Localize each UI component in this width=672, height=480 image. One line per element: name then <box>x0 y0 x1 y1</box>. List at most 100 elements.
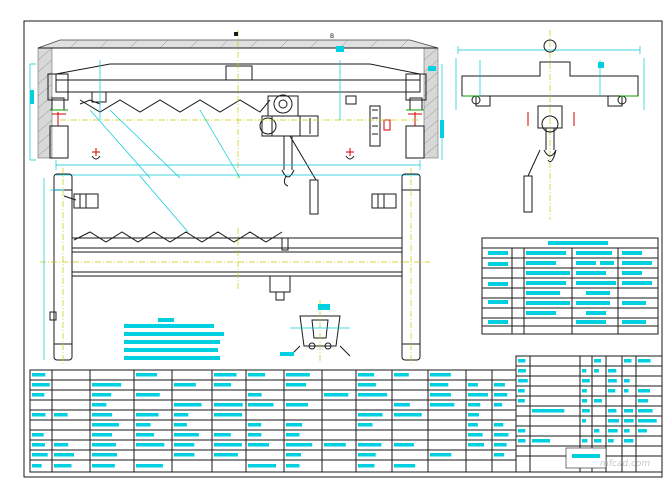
table-cell-text <box>624 409 633 413</box>
table-cell-text <box>54 464 72 468</box>
table-cell-text <box>518 429 526 433</box>
table-cell-text <box>468 403 481 407</box>
table-cell-text <box>430 383 449 387</box>
end-carriage-right <box>405 73 427 101</box>
table-cell-text <box>32 464 42 468</box>
table-cell-text <box>214 453 238 457</box>
table-cell-text <box>286 423 303 427</box>
section-detail <box>280 300 351 362</box>
table-cell-text <box>358 393 388 397</box>
table-cell-text <box>394 464 416 468</box>
table-cell-text <box>248 464 277 468</box>
girder-access-box <box>225 65 253 81</box>
side-elevation-view <box>455 30 645 220</box>
table-cell-text <box>174 413 189 417</box>
table-cell-text <box>518 439 526 443</box>
table-cell-text <box>638 359 651 363</box>
festoon-cable-top <box>79 99 271 113</box>
table-cell-text <box>582 419 586 423</box>
table-cell-text <box>594 429 600 433</box>
table-cell-text <box>92 464 115 468</box>
end-carriage-side <box>461 61 639 97</box>
table-cell-text <box>582 409 590 413</box>
table-cell-text <box>286 443 313 447</box>
pendant-control <box>309 179 319 215</box>
table-cell-text <box>518 399 525 403</box>
table-cell-text <box>358 383 376 387</box>
table-cell-text <box>358 373 375 377</box>
table-cell-text <box>324 443 346 447</box>
table-cell-text <box>518 369 526 373</box>
table-cell-text <box>608 409 617 413</box>
table-cell-text <box>582 389 587 393</box>
table-cell-text <box>136 443 165 447</box>
table-cell-text <box>136 373 158 377</box>
table-cell-text <box>286 453 301 457</box>
table-cell-text <box>136 423 151 427</box>
table-cell-text <box>248 423 262 427</box>
table-cell-text <box>608 369 617 373</box>
table-cell-text <box>248 443 269 447</box>
table-cell-text <box>358 453 376 457</box>
parameter-table <box>481 237 659 335</box>
table-cell-text <box>248 373 266 377</box>
table-cell-text <box>174 403 202 407</box>
table-cell-text <box>286 433 300 437</box>
table-cell-text <box>468 443 485 447</box>
table-cell-text <box>608 439 614 443</box>
table-cell-text <box>32 383 50 387</box>
table-cell-text <box>394 403 410 407</box>
table-cell-text <box>494 393 508 397</box>
table-cell-text <box>638 409 653 413</box>
table-cell-text <box>324 393 349 397</box>
table-cell-text <box>358 443 382 447</box>
table-cell-text <box>92 433 113 437</box>
table-cell-text <box>92 393 112 397</box>
table-cell-text <box>214 383 232 387</box>
table-cell-text <box>430 403 455 407</box>
table-cell-text <box>214 373 237 377</box>
table-cell-text <box>494 383 505 387</box>
table-cell-text <box>174 453 195 457</box>
parts-list-table <box>29 369 517 473</box>
table-cell-text <box>286 464 300 468</box>
table-cell-text <box>394 373 409 377</box>
table-cell-text <box>358 413 383 417</box>
view-label-b: B <box>330 33 334 40</box>
table-cell-text <box>532 439 551 443</box>
table-cell-text <box>624 389 629 393</box>
table-cell-text <box>582 439 588 443</box>
table-cell-text <box>624 419 634 423</box>
table-cell-text <box>594 359 601 363</box>
table-cell-text <box>214 413 243 417</box>
table-cell-text <box>494 403 503 407</box>
table-cell-text <box>638 399 648 403</box>
table-cell-text <box>92 423 119 427</box>
table-cell-text <box>92 443 116 447</box>
table-cell-text <box>92 383 122 387</box>
table-cell-text <box>624 359 632 363</box>
table-cell-text <box>608 389 616 393</box>
table-cell-text <box>92 453 117 457</box>
table-cell-text <box>594 439 602 443</box>
table-cell-text <box>92 413 113 417</box>
table-cell-text <box>174 443 195 447</box>
table-cell-text <box>494 423 504 427</box>
table-cell-text <box>638 389 650 393</box>
table-cell-text <box>32 373 46 377</box>
table-cell-text <box>468 433 483 437</box>
table-cell-text <box>136 464 163 468</box>
table-cell-text <box>54 453 74 457</box>
table-cell-text <box>248 433 262 437</box>
table-cell-text <box>136 393 160 397</box>
table-cell-text <box>214 433 231 437</box>
table-cell-text <box>248 403 274 407</box>
table-cell-text <box>32 443 45 447</box>
technical-notes <box>124 318 224 360</box>
table-cell-text <box>638 419 657 423</box>
table-cell-text <box>518 359 526 363</box>
table-cell-text <box>92 403 107 407</box>
table-cell-text <box>468 383 478 387</box>
